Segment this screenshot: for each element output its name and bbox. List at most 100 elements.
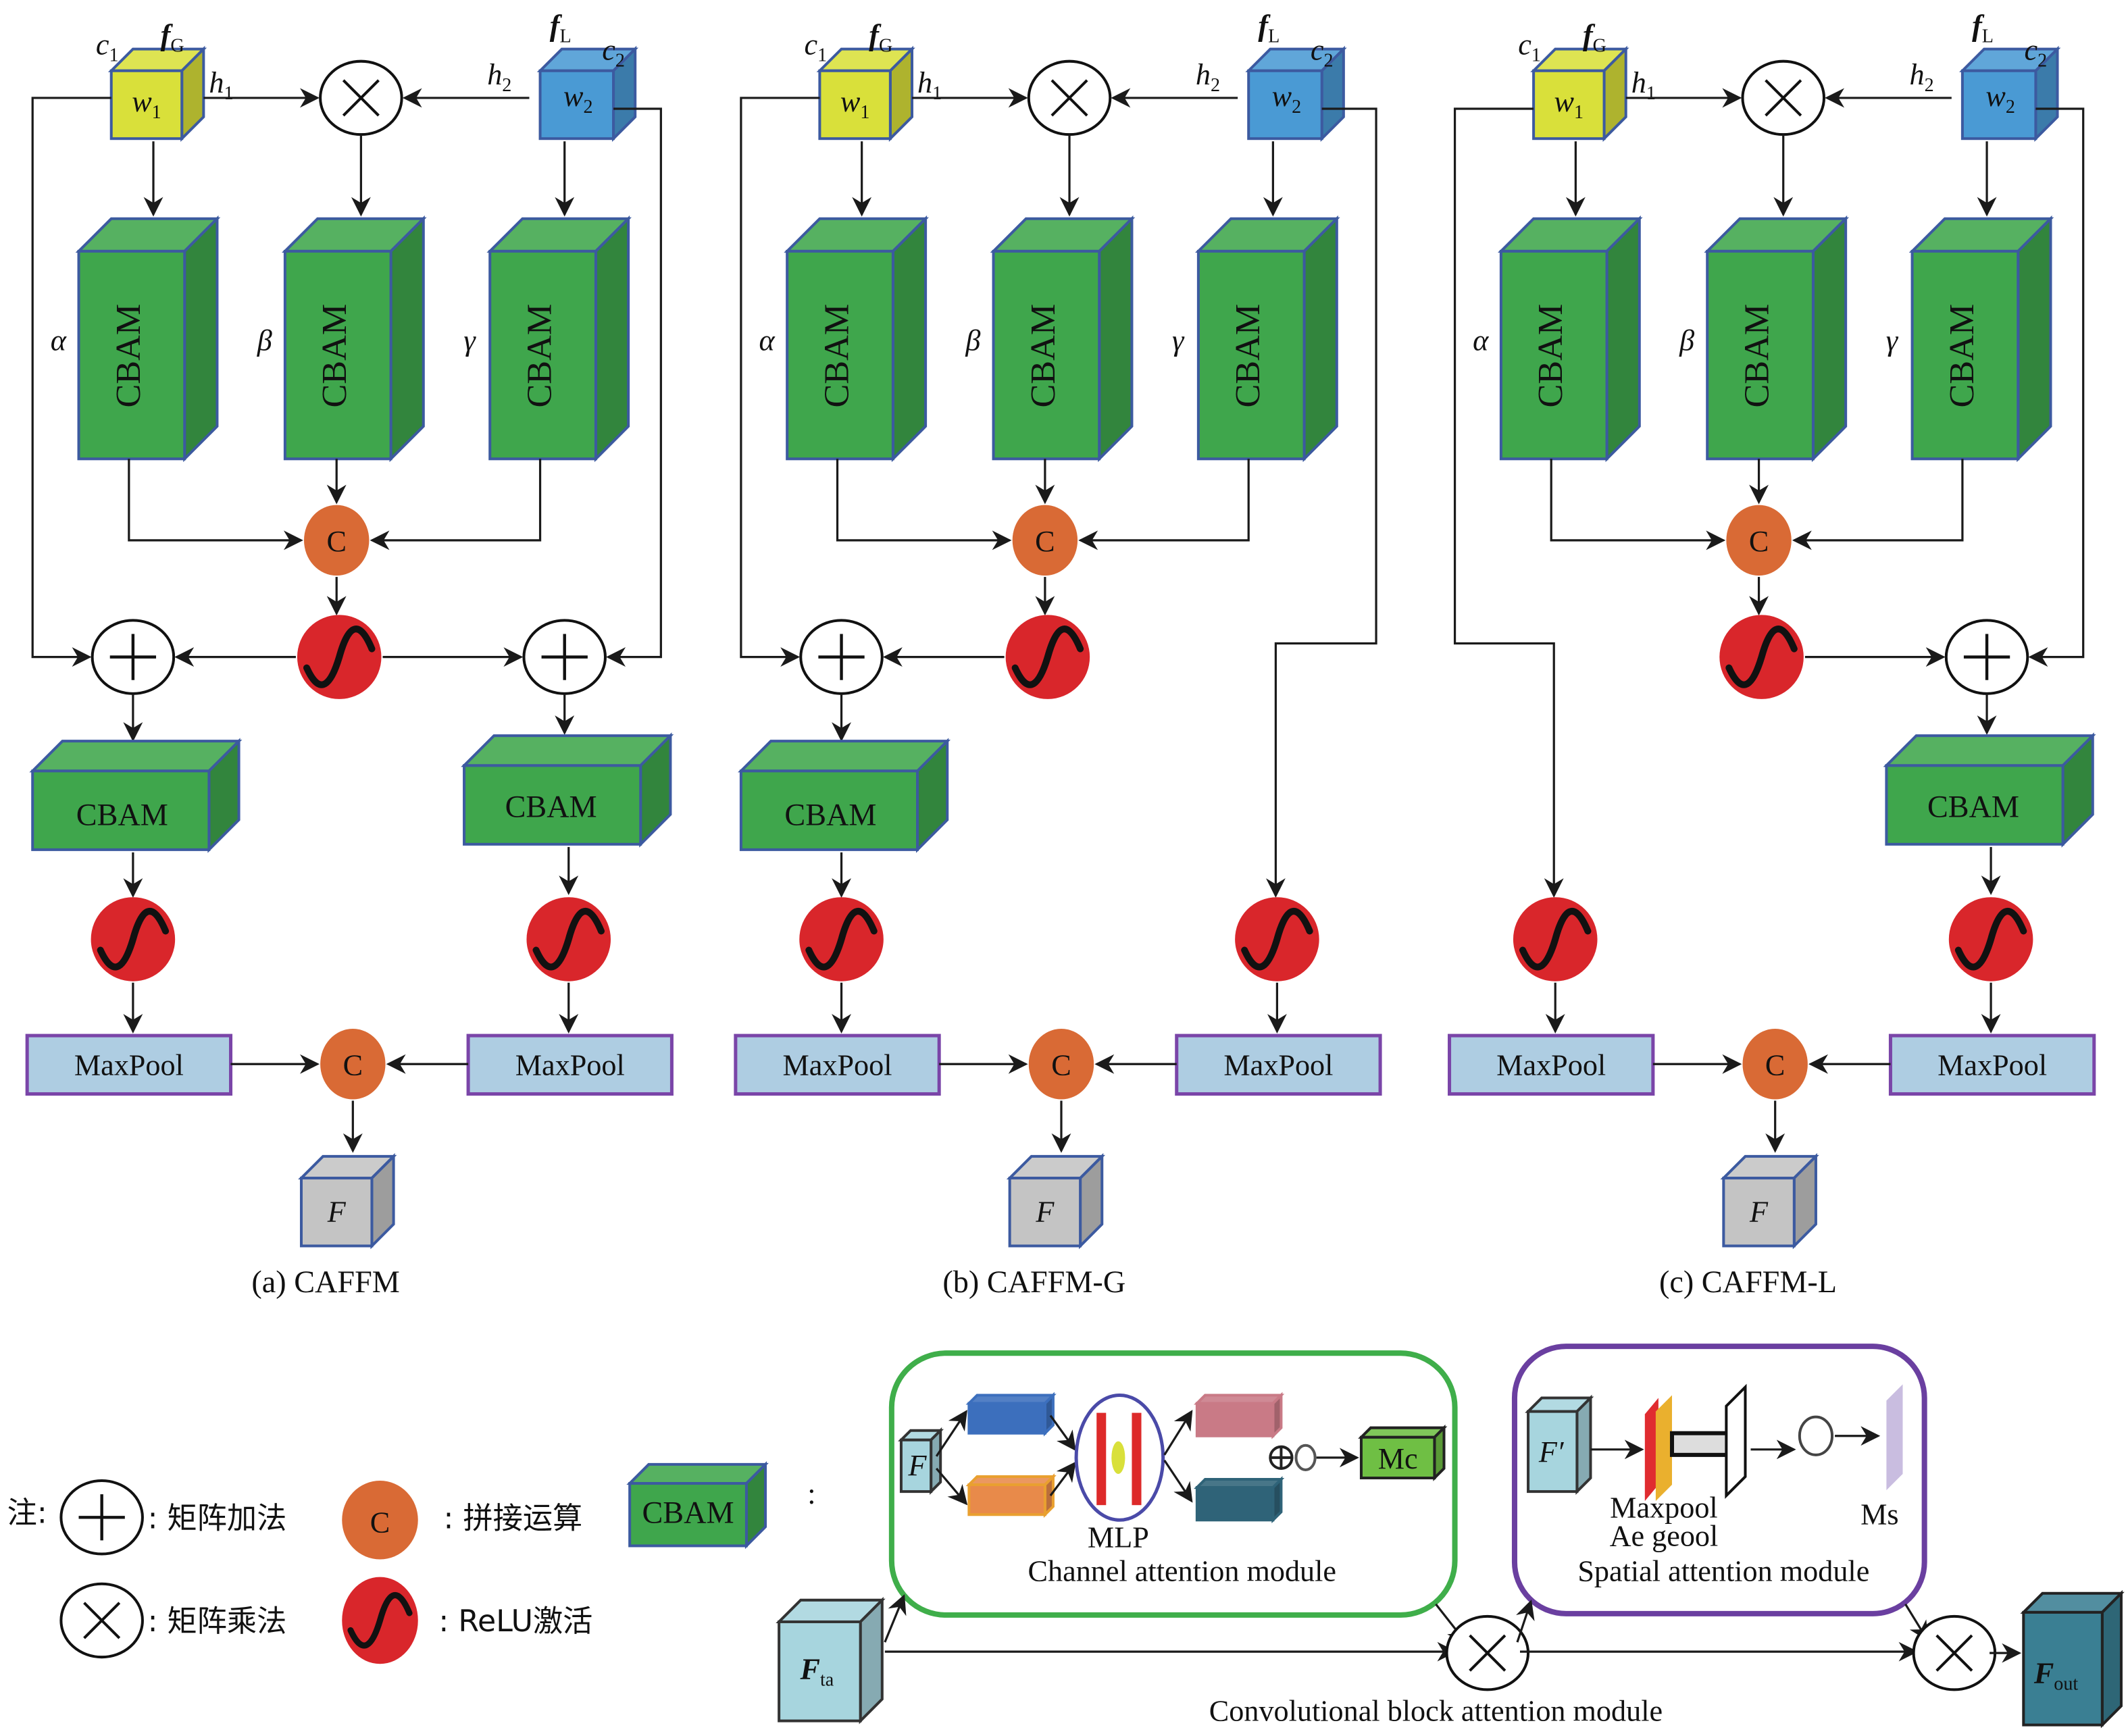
label-f-local: fL (1258, 9, 1280, 47)
cbam-block-3-side (2017, 215, 2052, 463)
label-c2-main: c (1311, 34, 1324, 67)
cbam-block-2-front (283, 249, 392, 461)
cbam-detail-caption: Convolutional block attention module (1209, 1695, 1663, 1728)
label-h1-main: h (209, 66, 224, 99)
output-cube-fout-front (2022, 1610, 2104, 1727)
add-op-left (91, 619, 176, 695)
maxpool-left: MaxPool (25, 1033, 233, 1096)
cbam-block-left-front (31, 769, 211, 851)
spatial-avgpool-map (1655, 1395, 1672, 1502)
cbam-block-1-side (891, 215, 928, 463)
mlp-layer-1 (1096, 1412, 1107, 1506)
arrow-local-direct (1265, 107, 1377, 898)
label-h1-sub: 1 (1646, 83, 1656, 104)
weight-label-0: α (51, 324, 67, 357)
legend-concat-glyph: C (370, 1506, 390, 1539)
concat-icon (1742, 1029, 1808, 1100)
output-label: F (1749, 1195, 1769, 1228)
label-f-local-main: f (550, 9, 563, 43)
label-f-global: fG (869, 19, 892, 57)
channel-input-cube-front (899, 1438, 933, 1494)
mc-cube-front (1359, 1435, 1436, 1480)
cbam-block-2-front (1706, 249, 1815, 461)
plus-icon (78, 1494, 125, 1541)
cbam-block-3 (486, 215, 632, 463)
label-f-local-sub: L (559, 26, 571, 47)
mc-cube-top (1358, 1426, 1448, 1439)
legend-cbam-label: CBAM (642, 1495, 734, 1529)
cbam-block-2 (282, 215, 427, 463)
label-c1-main: c (96, 28, 109, 61)
plus-icon (109, 634, 157, 680)
cbam-block-1-side (183, 215, 219, 463)
spatial-input-cube (1525, 1394, 1594, 1495)
channel-maxpool-feature (965, 1392, 1057, 1437)
arrow-cbam3-to-concat (1078, 459, 1250, 551)
label-c2-main: c (602, 34, 615, 67)
multiply-op (1027, 59, 1112, 136)
cbam-block-left (738, 738, 951, 853)
channel-module-title: Channel attention module (1028, 1555, 1337, 1588)
cbam-block-3-front (1196, 249, 1306, 461)
arrow-f-to-avgfeat (935, 1467, 968, 1506)
relu-op-middle (1005, 615, 1090, 699)
arrow-multiply-1-to-spatial (1516, 1600, 1535, 1643)
arrow-mlp-to-pink (1163, 1410, 1193, 1456)
label-f-local-sub: L (1268, 26, 1280, 47)
concat-icon (1726, 505, 1792, 576)
channel-mlp-out-2-front (1195, 1486, 1275, 1522)
cbam-block-right-front (1885, 764, 2064, 846)
channel-avgpool-feature-front (967, 1483, 1046, 1516)
cbam-block-right (461, 732, 674, 848)
cbam-block-1-front (77, 249, 186, 461)
label-w2-sub: 2 (1292, 97, 1301, 118)
channel-input-label: F (908, 1449, 928, 1482)
cbam-block-left-top (738, 740, 951, 773)
label-f-global: fG (1583, 19, 1606, 57)
input-cube-global (107, 45, 207, 143)
input-cube-fta (776, 1596, 886, 1725)
spatial-conv-map (1725, 1383, 1747, 1499)
legend-plus-text: : 矩阵加法 (148, 1501, 287, 1535)
label-f-global-sub: G (879, 36, 892, 57)
arrow-cbam3-to-concat (370, 459, 542, 551)
cbam-block-2-side (1098, 215, 1134, 463)
legend-cbam-key-front (628, 1482, 748, 1548)
label-c2: c2 (2025, 34, 2048, 72)
plus-icon (541, 634, 588, 680)
spatial-attention-module-box (1511, 1344, 1927, 1616)
plus-icon (818, 634, 865, 680)
arrow-local-skip (606, 107, 662, 667)
times-icon (1050, 79, 1088, 117)
label-h2: h2 (1196, 58, 1220, 96)
output-cube-front (1722, 1177, 1796, 1248)
label-f-local: fL (1972, 9, 1994, 47)
relu-curve-icon (1519, 908, 1592, 971)
multiply-op-channel (1445, 1614, 1530, 1691)
channel-mlp-out-1 (1194, 1392, 1285, 1439)
cbam-block-left-front (739, 769, 919, 851)
maxpool-right-label: MaxPool (1937, 1048, 2047, 1081)
spatial-input-label: F′ (1538, 1435, 1565, 1469)
cbam-block-1-side (1605, 215, 1641, 463)
input-cube-global-front (1532, 69, 1606, 141)
arrow-cbam1-to-concat (1550, 459, 1726, 551)
label-c1: c1 (96, 28, 119, 66)
arrow-cbam1-to-concat (836, 459, 1012, 551)
label-f-local-main: f (1972, 9, 1985, 43)
weight-label-0: α (1473, 324, 1489, 357)
concat-label: C (1051, 1048, 1071, 1081)
cbam-block-label: CBAM (1942, 304, 1981, 408)
relu-curve-icon (347, 1592, 413, 1649)
legend-prefix: 注: (7, 1496, 47, 1530)
input-cube-fta-front (778, 1620, 862, 1722)
output-label: F (327, 1195, 347, 1228)
mlp-block (1074, 1393, 1165, 1522)
channel-mlp-out-2 (1194, 1476, 1285, 1524)
input-cube-global-front (109, 69, 184, 141)
spatial-sigmoid-icon (1798, 1415, 1834, 1456)
legend-cbam-suffix: : (807, 1477, 815, 1510)
weight-label-1: β (965, 324, 980, 357)
